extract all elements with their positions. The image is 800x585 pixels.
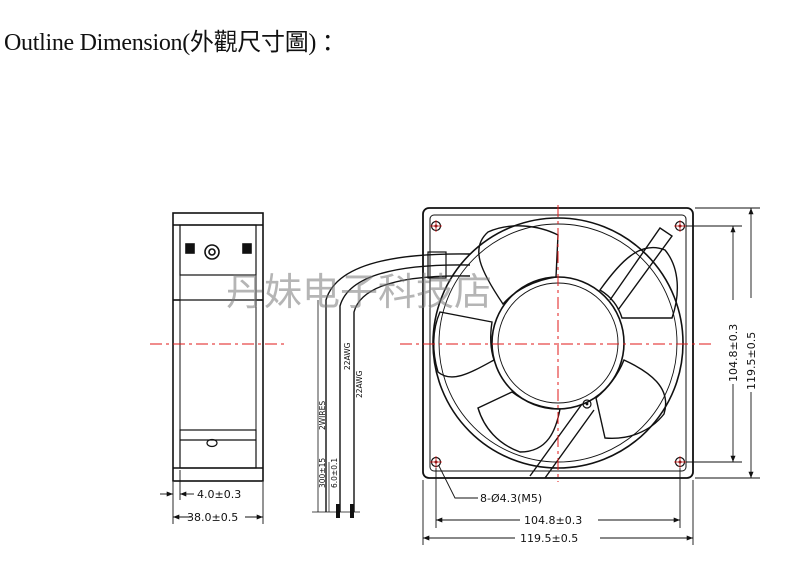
page-title: Outline Dimension(外觀尺寸圖) ： (4, 30, 346, 56)
wire-exit (427, 251, 447, 279)
lead-strip-label: 6.0±0.1 (330, 458, 339, 488)
height-v-label: 119.5±0.5 (745, 332, 758, 390)
blade-3 (595, 359, 667, 439)
blade-1 (478, 225, 559, 306)
lead-wire-middle (339, 264, 471, 512)
awg-label-1: 22AWG (343, 342, 352, 370)
lead-length-label: 300±15 (318, 458, 327, 488)
side-bottom-hole (206, 438, 218, 448)
hole-spacing-v-label: 104.8±0.3 (727, 324, 740, 382)
wires-label: 2WIRES (318, 401, 327, 430)
blade-5 (433, 311, 495, 378)
support-struts (529, 227, 673, 479)
fan-depth-label: 38.0±0.5 (187, 511, 238, 524)
lead-wire-outer (325, 253, 471, 512)
center-lines (150, 205, 715, 482)
width-h-label: 119.5±0.5 (520, 532, 578, 545)
side-dimensions (160, 470, 264, 524)
side-bottom-frame (179, 429, 257, 469)
flange-thickness-label: 4.0±0.3 (197, 488, 241, 501)
awg-label-2: 22AWG (355, 370, 364, 398)
lead-wire-inner (353, 275, 471, 512)
hole-spacing-h-label: 104.8±0.3 (524, 514, 582, 527)
side-terminal (204, 244, 220, 260)
holes-leader (438, 465, 478, 499)
front-dimensions (422, 207, 760, 545)
hub-screw (582, 399, 592, 409)
watermark: 丹妹电子科技店 (226, 270, 492, 314)
lead-wire (312, 253, 471, 518)
side-tab-left (185, 243, 195, 254)
holes-label: 8-Ø4.3(M5) (480, 492, 542, 505)
blade-4 (477, 391, 561, 453)
side-view-body (172, 212, 264, 482)
side-view (172, 212, 264, 482)
side-top-frame (179, 224, 257, 276)
blade-2 (598, 246, 679, 319)
side-tab-right (242, 243, 252, 254)
fan-blades (433, 225, 679, 453)
